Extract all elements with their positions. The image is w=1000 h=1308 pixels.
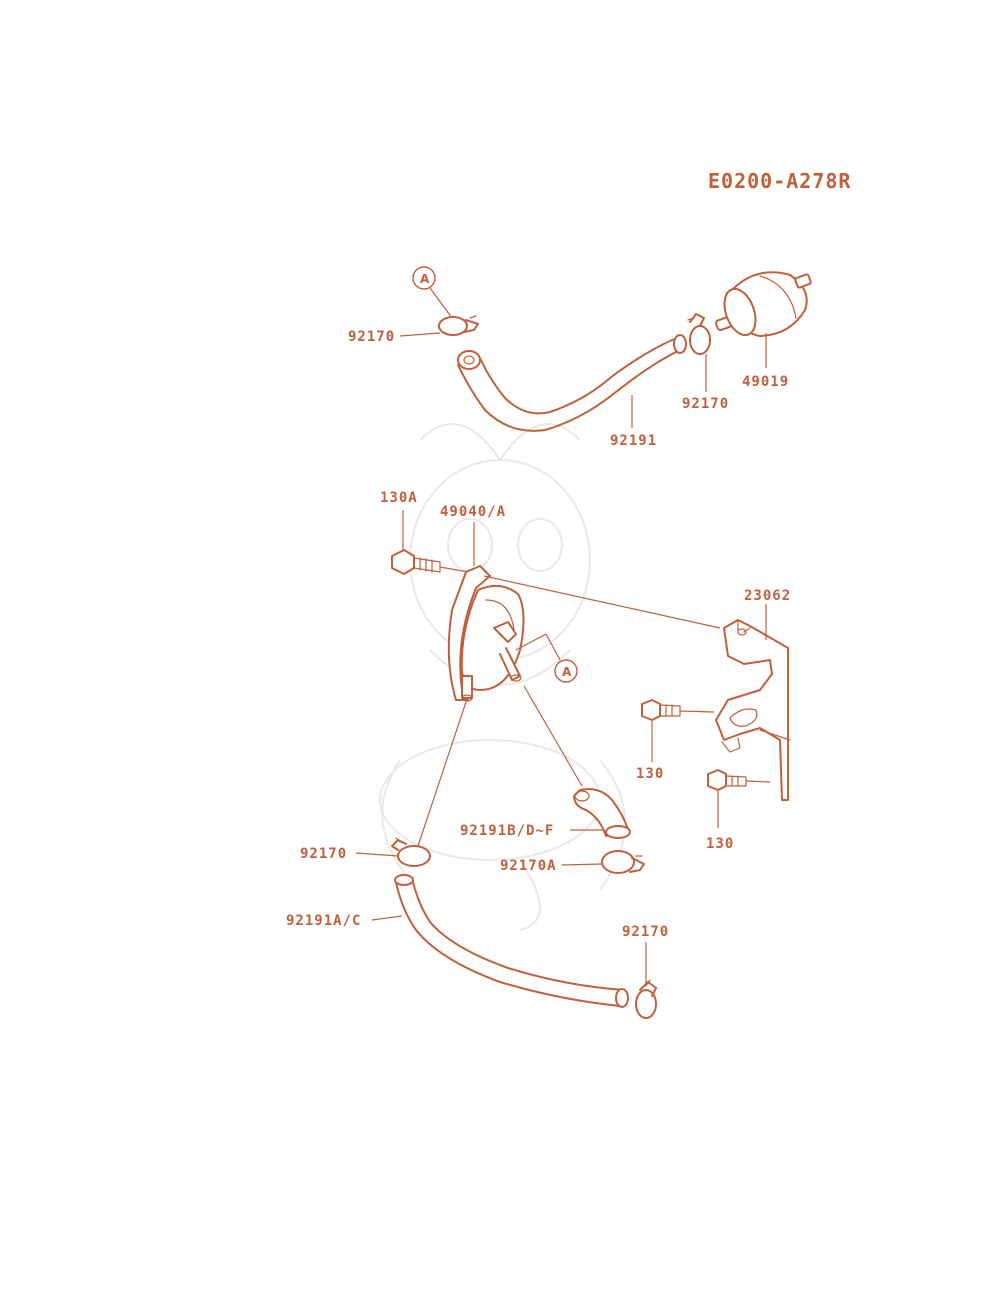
bracket-icon xyxy=(715,619,791,801)
hose-clamp-icon xyxy=(601,850,645,874)
bolt-icon xyxy=(391,549,441,575)
diagram-code: E0200-A278R xyxy=(708,169,851,193)
label-23062: 23062 xyxy=(744,588,791,604)
label-92170-top-right: 92170 xyxy=(682,396,729,412)
bolt-icon xyxy=(641,699,681,721)
label-92170A: 92170A xyxy=(500,858,557,874)
bolt-icon xyxy=(707,769,747,791)
label-130A: 130A xyxy=(380,490,418,506)
fuel-hose-top xyxy=(457,334,687,432)
callout-a-mid: A xyxy=(554,659,578,683)
label-92170-top-left: 92170 xyxy=(348,329,395,345)
fuel-pump-icon xyxy=(447,565,525,702)
label-92170-left: 92170 xyxy=(300,846,347,862)
hose-clamp-icon xyxy=(438,315,479,336)
hose-clamp-icon xyxy=(635,979,657,1019)
fuel-filter-icon xyxy=(715,271,812,337)
label-49019: 49019 xyxy=(742,374,789,390)
fuel-hose-bottom xyxy=(394,874,629,1008)
label-92191BDF: 92191B/D~F xyxy=(460,823,554,839)
label-92191AC: 92191A/C xyxy=(286,913,361,929)
callout-a-top: A xyxy=(412,266,436,290)
hose-clamp-icon xyxy=(687,313,711,355)
label-130-low: 130 xyxy=(706,836,734,852)
svg-text:A: A xyxy=(562,665,572,679)
fuel-hose-mid xyxy=(573,788,631,839)
label-92170-bottom: 92170 xyxy=(622,924,669,940)
label-49040-A: 49040/A xyxy=(440,504,506,520)
label-92191-top: 92191 xyxy=(610,433,657,449)
label-130-mid: 130 xyxy=(636,766,664,782)
svg-text:A: A xyxy=(420,272,430,286)
